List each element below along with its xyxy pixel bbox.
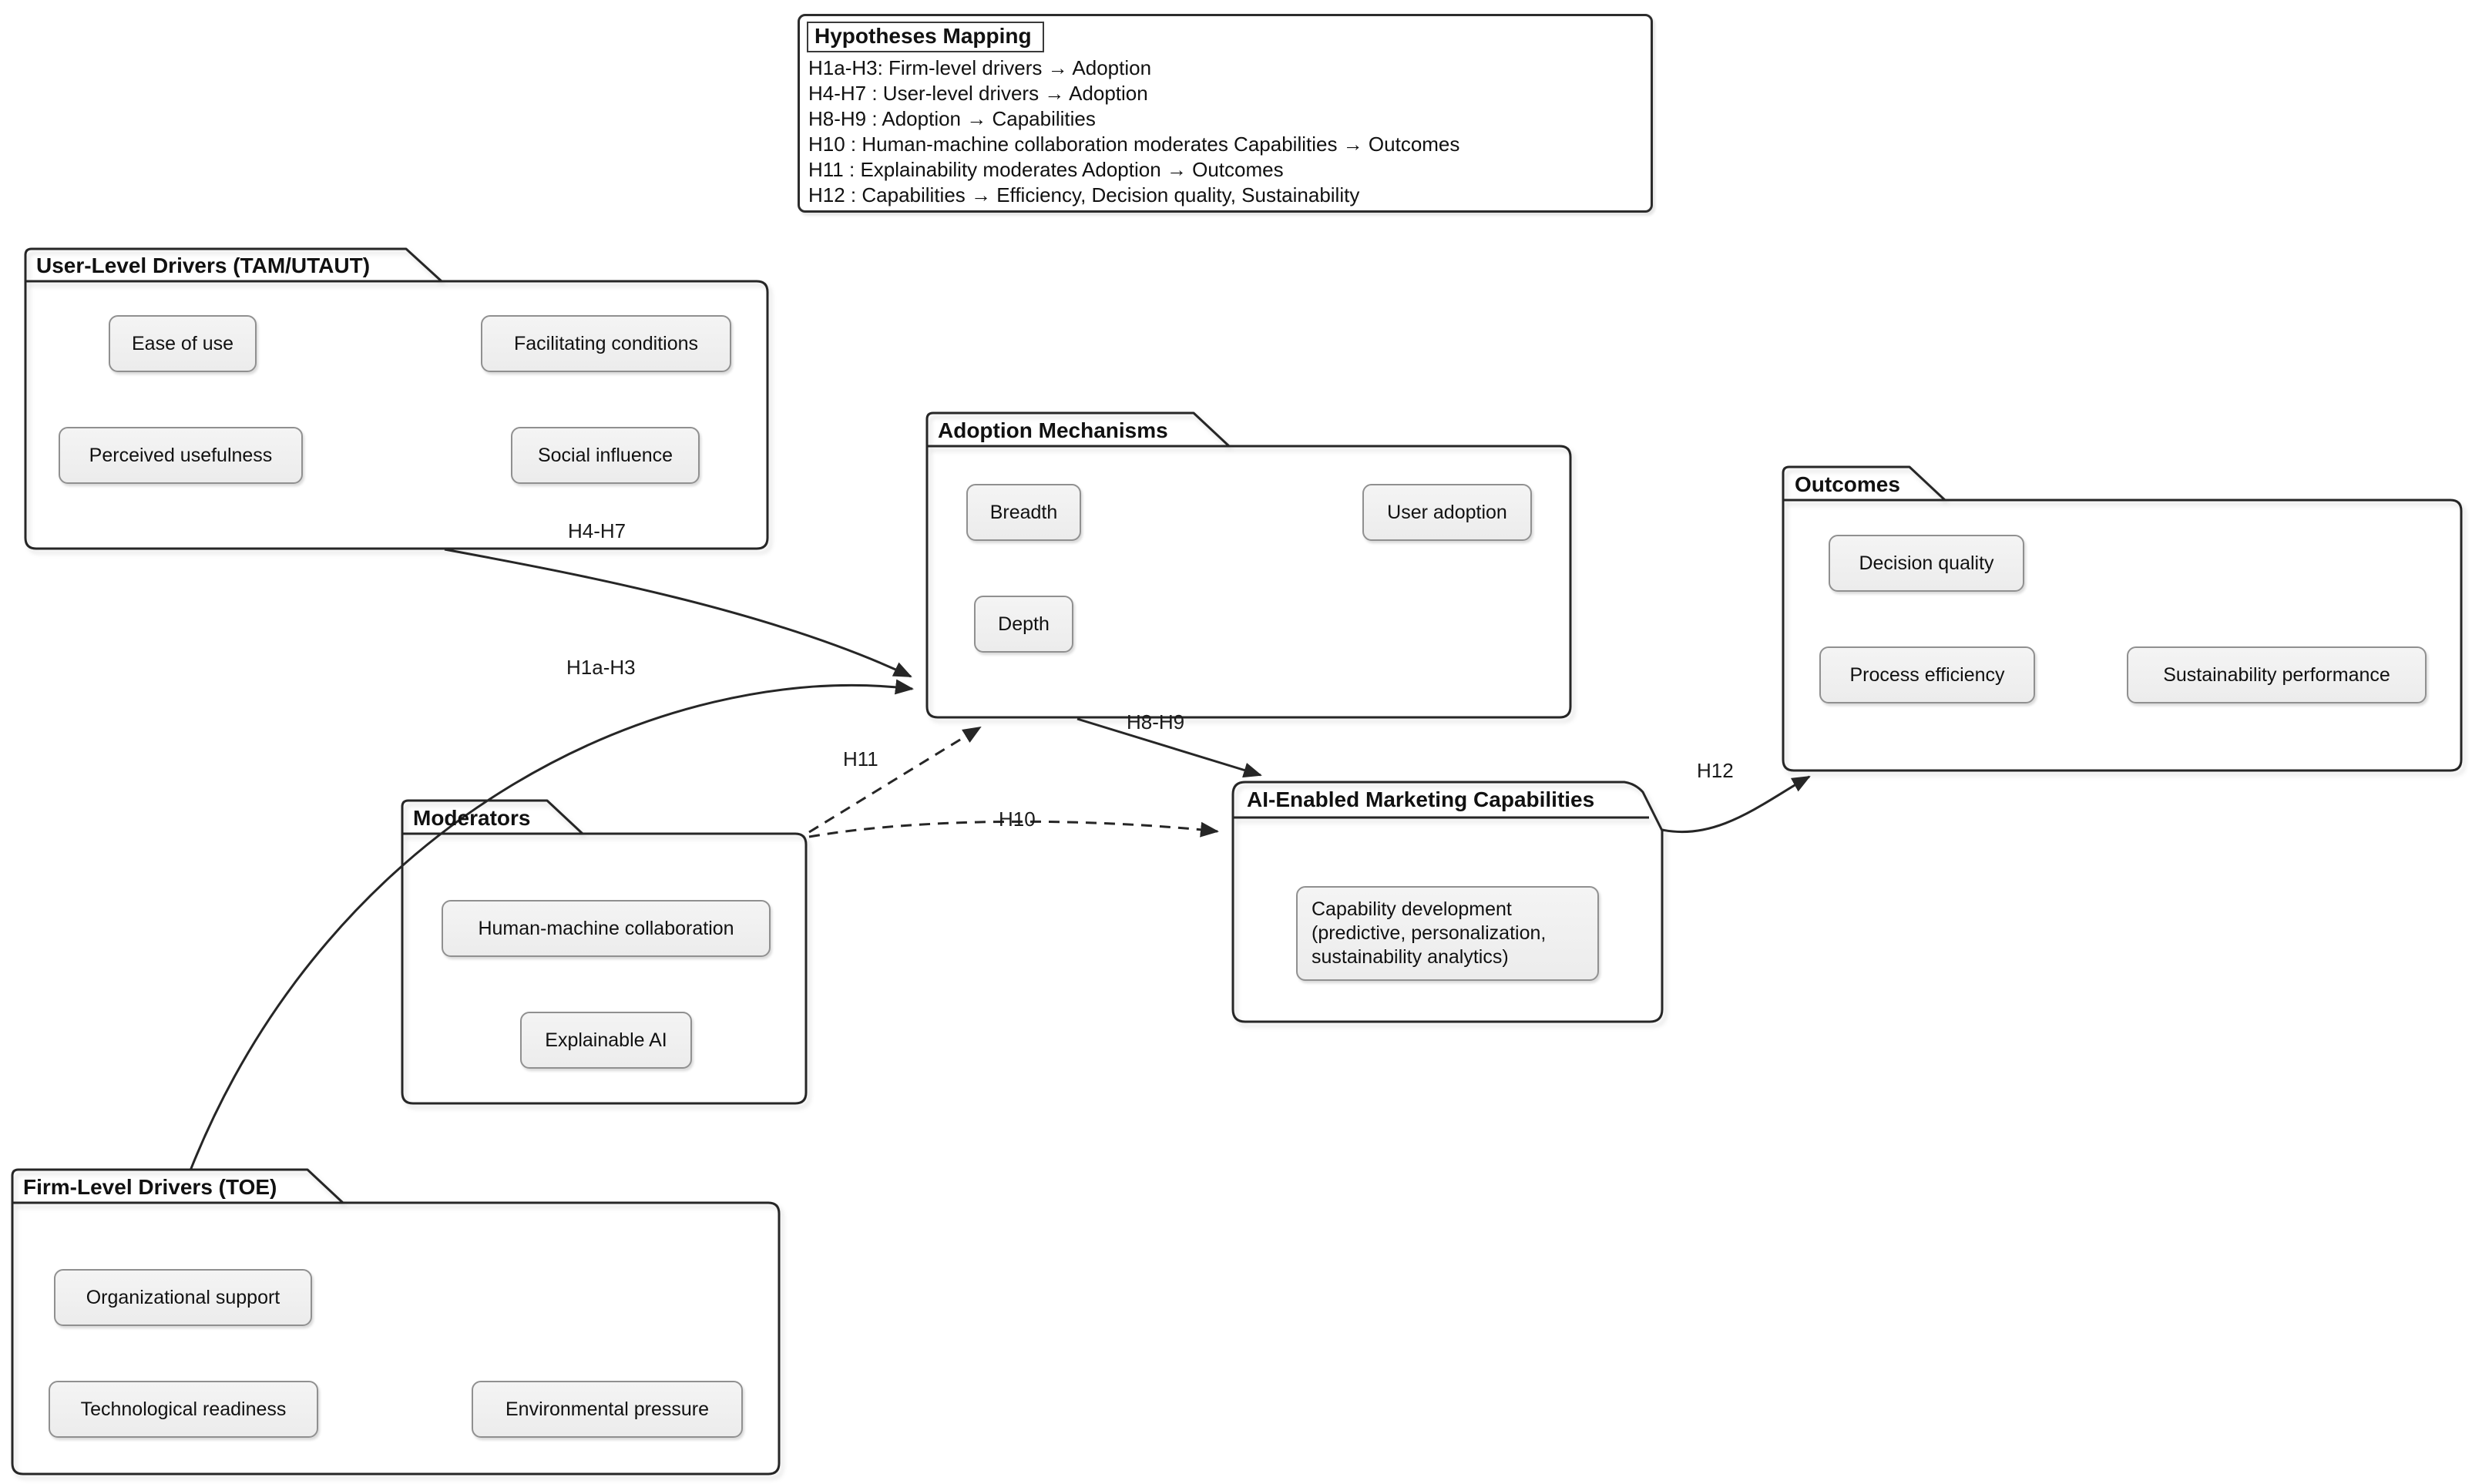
hypothesis-line: H10 : Human-machine collaboration modera… xyxy=(808,133,1460,156)
user-level-package-shape xyxy=(24,247,769,550)
node-sustainability-performance: Sustainability performance xyxy=(2127,646,2427,703)
edge-h10 xyxy=(808,820,1219,838)
node-human-machine-collaboration: Human-machine collaboration xyxy=(442,900,771,957)
node-process-efficiency: Process efficiency xyxy=(1819,646,2035,703)
node-explainable-ai: Explainable AI xyxy=(520,1012,692,1069)
node-decision-quality: Decision quality xyxy=(1829,535,2024,592)
node-breadth: Breadth xyxy=(966,484,1081,541)
node-user-adoption: User adoption xyxy=(1362,484,1532,541)
node-technological-readiness: Technological readiness xyxy=(49,1381,318,1438)
hypothesis-line: H11 : Explainability moderates Adoption … xyxy=(808,158,1284,181)
edge-h8h9 xyxy=(1076,717,1262,778)
outcomes-package-shape xyxy=(1782,465,2463,772)
edge-h11 xyxy=(808,726,982,834)
ai-capabilities-package-shape xyxy=(1231,781,1664,1023)
node-perceived-usefulness: Perceived usefulness xyxy=(59,427,303,484)
hypotheses-note-title: Hypotheses Mapping xyxy=(807,22,1044,52)
hypothesis-line: H1a-H3: Firm-level drivers → Adoption xyxy=(808,56,1152,79)
node-environmental-pressure: Environmental pressure xyxy=(472,1381,743,1438)
node-organizational-support: Organizational support xyxy=(54,1269,312,1326)
edge-h12 xyxy=(1661,775,1811,834)
moderators-package-shape xyxy=(401,799,808,1105)
package-title-outcomes: Outcomes xyxy=(1795,472,1900,496)
edge-label-h10: H10 xyxy=(999,807,1036,831)
node-ease-of-use: Ease of use xyxy=(109,315,257,372)
edge-h4h7 xyxy=(444,548,912,678)
node-depth: Depth xyxy=(974,596,1073,653)
package-title-adoption: Adoption Mechanisms xyxy=(938,418,1168,442)
firm-level-package-shape xyxy=(11,1168,781,1476)
edge-label-h4h7: H4-H7 xyxy=(568,519,626,542)
adoption-package-shape xyxy=(925,411,1572,719)
package-title-firm-level: Firm-Level Drivers (TOE) xyxy=(23,1175,277,1199)
edge-h1ah3 xyxy=(189,679,914,1171)
node-facilitating-conditions: Facilitating conditions xyxy=(481,315,731,372)
node-capability-development: Capability development (predictive, pers… xyxy=(1296,886,1599,981)
node-social-influence: Social influence xyxy=(511,427,700,484)
package-title-ai-capabilities: AI-Enabled Marketing Capabilities xyxy=(1247,787,1595,811)
edge-label-h12: H12 xyxy=(1697,759,1734,782)
edge-label-h11: H11 xyxy=(843,747,878,771)
hypothesis-line: H4-H7 : User-level drivers → Adoption xyxy=(808,82,1148,105)
hypothesis-line: H12 : Capabilities → Efficiency, Decisio… xyxy=(808,183,1360,206)
hypotheses-note: Hypotheses Mapping H1a-H3: Firm-level dr… xyxy=(798,14,1653,213)
hypothesis-line: H8-H9 : Adoption → Capabilities xyxy=(808,107,1096,130)
package-title-user-level: User-Level Drivers (TAM/UTAUT) xyxy=(36,253,371,277)
edge-label-h1ah3: H1a-H3 xyxy=(566,656,636,679)
package-title-moderators: Moderators xyxy=(413,806,531,830)
edge-label-h8h9: H8-H9 xyxy=(1127,710,1185,734)
